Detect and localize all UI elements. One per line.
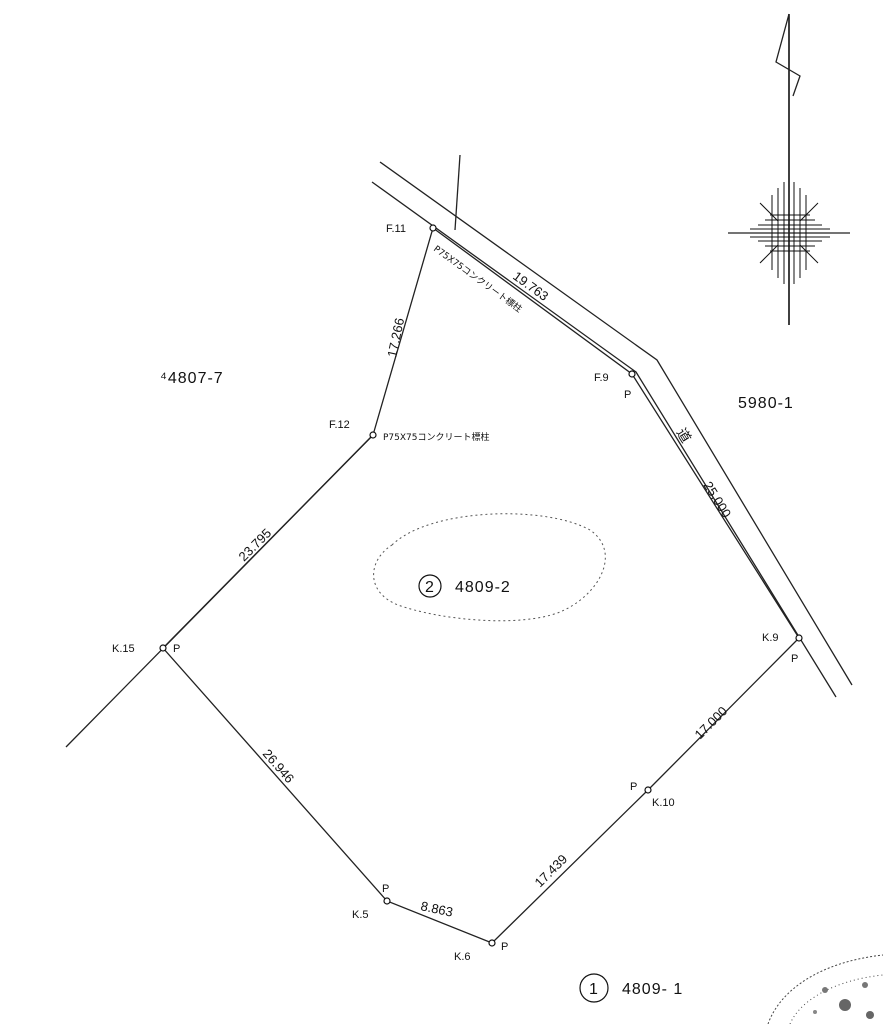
point-f11-marker — [429, 224, 437, 232]
dimension-k5-k6: 8.863 — [419, 898, 454, 919]
point-mark-k10: P — [630, 781, 637, 793]
point-mark-k5: P — [382, 883, 389, 895]
south-lot-number: 1 — [589, 981, 599, 998]
dimension-k9-k10: 17.000 — [692, 703, 731, 742]
point-k15-marker — [159, 644, 167, 652]
point-label-k6: K.6 — [454, 951, 471, 963]
point-label-k10: K.10 — [652, 797, 675, 809]
point-mark-k6: P — [501, 941, 508, 953]
point-label-k9: K.9 — [762, 632, 779, 644]
marker-note-f12: P75X75コンクリート標柱 — [383, 431, 490, 443]
seal-stamp — [767, 954, 883, 1024]
south-lot-label: 4809- 1 — [622, 981, 683, 998]
point-k5-marker — [383, 897, 391, 905]
road-lines — [371, 154, 853, 698]
point-mark-f9: P — [624, 389, 631, 401]
road-label: 道 — [673, 425, 694, 445]
point-k9-marker — [795, 634, 803, 642]
dimension-k10-k6: 17.439 — [532, 851, 571, 890]
point-label-f9: F.9 — [594, 372, 609, 384]
point-k10-marker — [644, 786, 652, 794]
main-lot-circle — [418, 574, 442, 598]
point-label-k15: K.15 — [112, 643, 135, 655]
point-k6-marker — [488, 939, 496, 947]
north-arrow-icon — [728, 13, 850, 325]
parcel-east-label: 5980-1 — [738, 395, 794, 412]
point-label-f11: F.11 — [386, 223, 406, 235]
point-label-k5: K.5 — [352, 909, 369, 921]
dimension-f9-k9: 25.000 — [700, 479, 734, 521]
point-markers — [159, 224, 803, 947]
main-lot-number: 2 — [425, 579, 435, 596]
dimension-f11-f12: 17.266 — [384, 317, 407, 359]
point-mark-k15: P — [173, 643, 180, 655]
point-mark-k9: P — [791, 653, 798, 665]
main-lot-label: 4809-2 — [455, 579, 511, 596]
dimension-k15-k5: 26.946 — [260, 746, 297, 786]
parcel-west-label: ⁴4807-7 — [160, 370, 224, 387]
point-f12-marker — [369, 431, 377, 439]
dimension-f12-k15: 23.795 — [236, 525, 275, 564]
point-label-f12: F.12 — [329, 419, 350, 431]
point-f9-marker — [628, 370, 636, 378]
lot-label-outline — [373, 513, 606, 622]
south-lot-circle — [579, 973, 609, 1003]
